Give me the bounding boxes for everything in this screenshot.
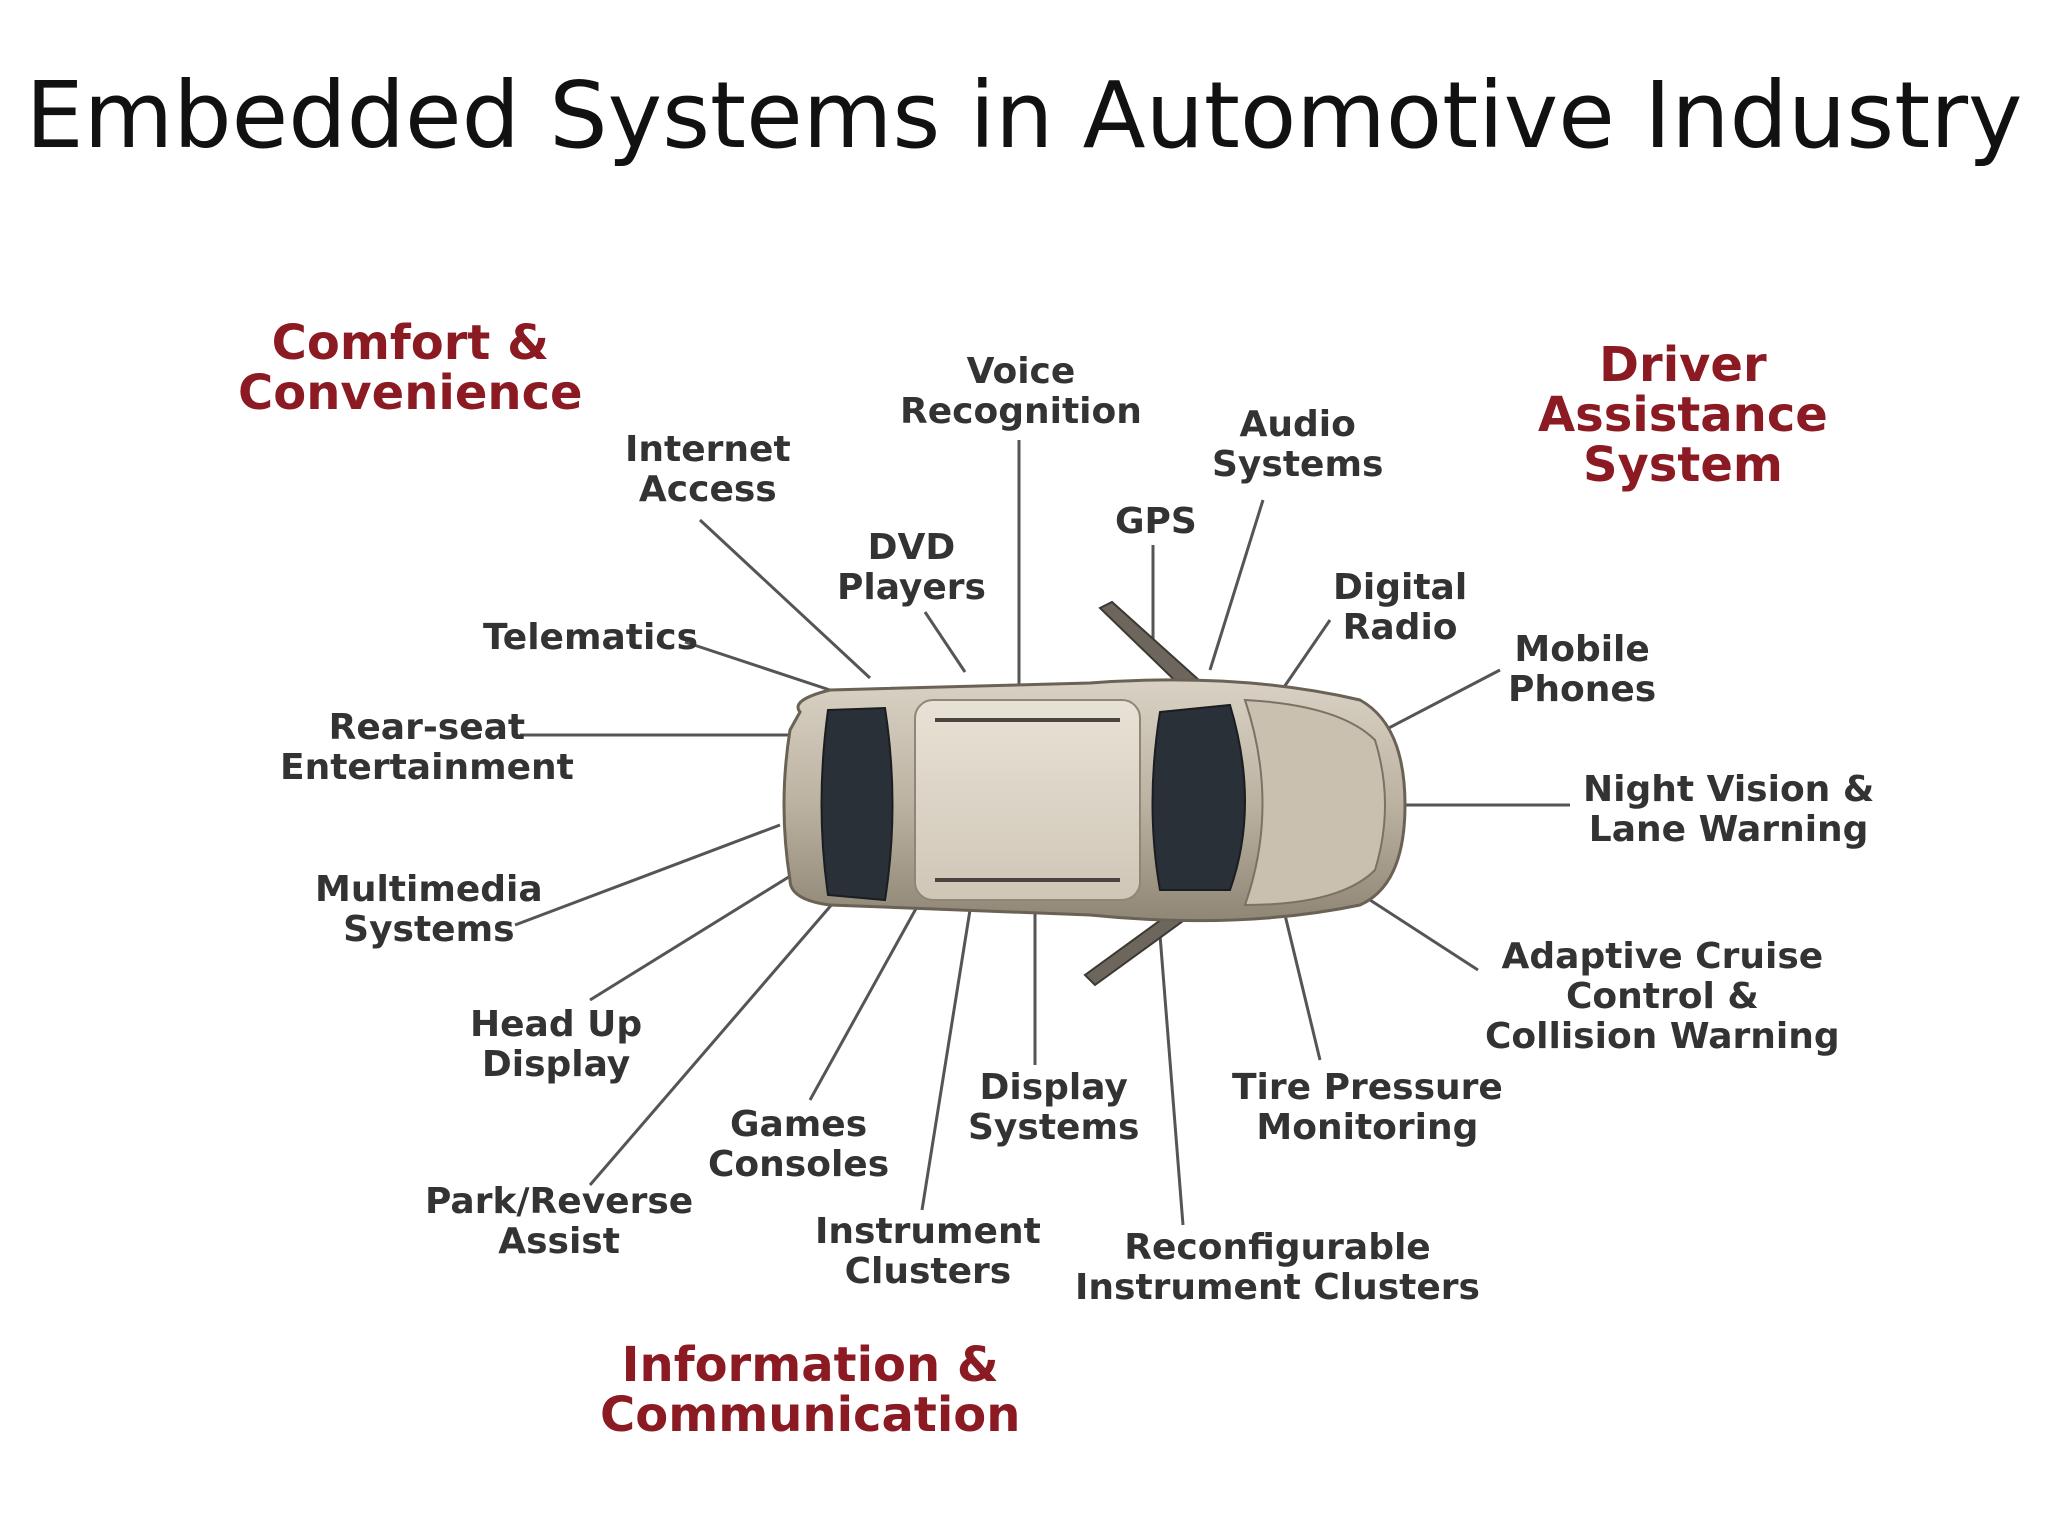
label-rear-seat-entertainment: Rear-seat Entertainment [280,707,574,788]
label-reconfigurable-instrument-clusters: Reconfigurable Instrument Clusters [1075,1227,1480,1308]
label-internet-access: Internet Access [625,429,791,510]
leader-reconfigurable [1158,934,1185,1226]
leader-tire-pressure [1283,914,1322,1061]
leader-instrument-clusters [920,909,972,1211]
label-adaptive-cruise-control: Adaptive Cruise Control & Collision Warn… [1485,936,1840,1057]
label-instrument-clusters: Instrument Clusters [815,1211,1041,1292]
car-illustration [782,600,1407,987]
leader-internet-access [698,518,872,680]
leader-games-consoles [808,904,920,1101]
leader-dvd-players [923,611,967,673]
car-windshield [1151,703,1246,891]
leader-telematics [684,640,846,697]
label-head-up-display: Head Up Display [470,1004,643,1085]
car-roof [914,699,1141,901]
label-mobile-phones: Mobile Phones [1508,629,1657,710]
leader-audio-systems [1208,499,1265,671]
label-telematics: Telematics [483,617,699,658]
slide-title: Embedded Systems in Automotive Industry [25,62,2023,169]
label-audio-systems: Audio Systems [1212,404,1384,485]
car-rear-window [820,706,894,902]
leader-lines [514,440,1570,1226]
leader-digital-radio [1280,619,1332,691]
category-comfort-convenience: Comfort & Convenience [238,315,583,421]
label-tire-pressure-monitoring: Tire Pressure Monitoring [1232,1067,1503,1148]
category-driver-assistance: Driver Assistance System [1538,337,1828,493]
label-park-reverse-assist: Park/Reverse Assist [425,1181,694,1262]
leader-mobile-phones [1384,668,1501,732]
label-games-consoles: Games Consoles [708,1104,890,1185]
leader-head-up [589,868,801,1002]
label-voice-recognition: Voice Recognition [900,351,1142,432]
category-information-communication: Information & Communication [600,1337,1021,1443]
label-display-systems: Display Systems [968,1067,1140,1148]
label-night-vision-lane-warning: Night Vision & Lane Warning [1583,769,1875,850]
car-hood [1243,698,1386,907]
label-dvd-players: DVD Players [837,527,986,608]
label-multimedia-systems: Multimedia Systems [315,869,543,950]
label-gps: GPS [1115,501,1197,542]
leader-multimedia [514,823,781,927]
leader-adaptive-cruise [1369,898,1479,972]
leader-park-reverse [588,894,842,1186]
label-digital-radio: Digital Radio [1333,567,1468,648]
